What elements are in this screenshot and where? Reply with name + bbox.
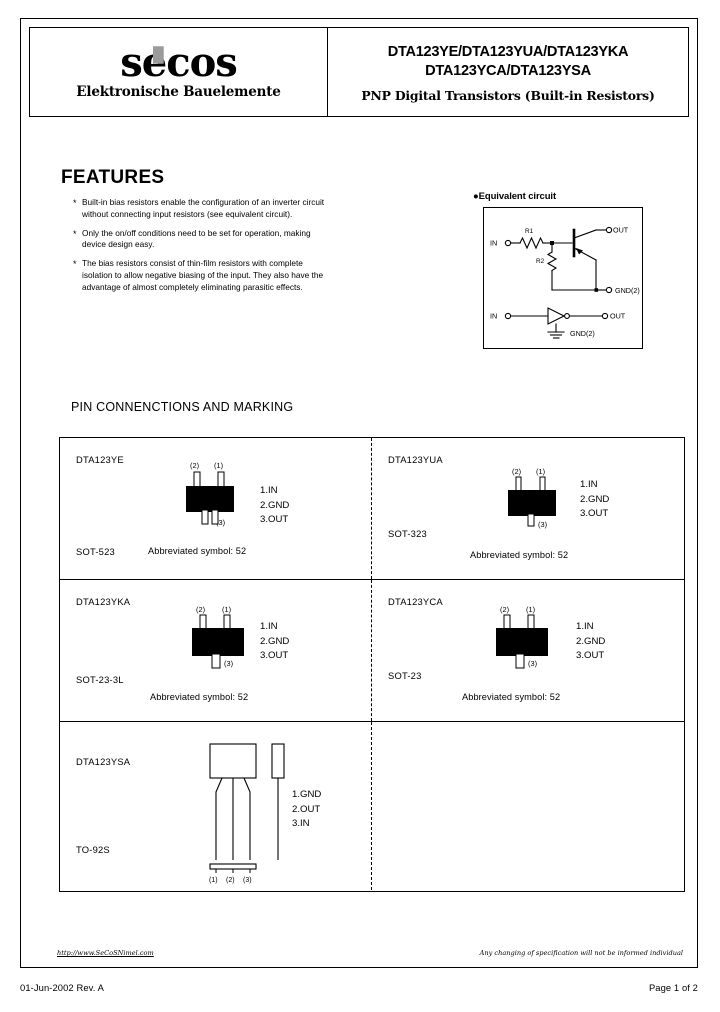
pin-mark-2: (2) [226, 877, 235, 884]
package-cell-sot323: DTA123YUA SOT-323 Abbreviated symbol: 52… [372, 438, 684, 579]
part-number-label: DTA123YSA [76, 756, 131, 767]
pin-mark-1: (1) [214, 461, 223, 470]
part-number-label: DTA123YUA [388, 454, 443, 465]
pin-assignment-list: 1.IN 2.GND 3.OUT [576, 621, 606, 662]
package-type-label: SOT-523 [76, 546, 115, 557]
pin-mark-2: (2) [500, 605, 509, 614]
abbreviated-symbol-label: Abbreviated symbol: 52 [150, 692, 249, 702]
feature-bullet-icon: * [73, 198, 77, 208]
pin-mark-2: (2) [196, 605, 205, 614]
sot-23-3l-package-drawing: (2) (1) (3) [180, 600, 270, 676]
sot-23-package-drawing: (2) (1) (3) [484, 600, 574, 676]
circuit-label-r2: R2 [536, 258, 545, 265]
equivalent-circuit-diagram: IN R1 R2 OUT GND(2) IN OUT GND(2) [483, 207, 643, 349]
table-row: DTA123YE SOT-523 Abbreviated symbol: 52 … [60, 438, 684, 580]
company-logo: secos [120, 39, 238, 86]
document-title-cell: DTA123YE/DTA123YUA/DTA123YKA DTA123YCA/D… [328, 28, 688, 116]
pin-mark-3: (3) [243, 877, 252, 884]
feature-bullet-icon: * [73, 259, 77, 270]
pin-mark-3: (3) [538, 520, 547, 529]
feature-text: Only the on/off conditions need to be se… [82, 227, 311, 250]
package-type-label: SOT-23-3L [76, 674, 124, 685]
logo-letter-e-pacman: e [141, 39, 167, 86]
feature-item: * Built-in bias resistors enable the con… [73, 197, 333, 221]
pin-connections-table: DTA123YE SOT-523 Abbreviated symbol: 52 … [59, 437, 685, 892]
filled-circle-icon: ● [473, 191, 479, 202]
pin-assignment-list: 1.IN 2.GND 3.OUT [260, 485, 290, 526]
circuit-node-out-bottom: OUT [610, 312, 626, 321]
circuit-label-r1: R1 [525, 228, 534, 235]
logo-letter-s: s [120, 39, 143, 86]
pin-assignment-list: 1.IN 2.GND 3.OUT [580, 479, 610, 520]
package-type-label: TO-92S [76, 844, 110, 855]
company-tagline: Elektronische Bauelemente [76, 84, 281, 100]
equivalent-circuit-label-text: Equivalent circuit [478, 191, 557, 202]
table-row: DTA123YSA TO-92S 1.GND 2.OUT 3.IN [60, 722, 684, 890]
feature-text: Built-in bias resistors enable the confi… [82, 197, 325, 219]
company-logo-cell: secos Elektronische Bauelemente [30, 28, 328, 116]
part-numbers-line-2: DTA123YCA/DTA123YSA [425, 63, 591, 79]
features-heading: FEATURES [61, 167, 165, 188]
pin-mark-1: (1) [526, 605, 535, 614]
pin-mark-1: (1) [536, 467, 545, 476]
package-cell-sot23-3l: DTA123YKA SOT-23-3L Abbreviated symbol: … [60, 580, 372, 721]
abbreviated-symbol-label: Abbreviated symbol: 52 [470, 550, 569, 560]
pin-mark-2: (2) [512, 467, 521, 476]
circuit-node-in-top: IN [490, 239, 497, 248]
to-92s-package-drawing: (1) (2) (3) [192, 736, 302, 886]
part-number-label: DTA123YKA [76, 596, 131, 607]
logo-letter-o: o [189, 39, 217, 86]
sot-523-package-drawing: (2) (1) (3) [172, 458, 258, 534]
circuit-node-in-bottom: IN [490, 312, 497, 321]
pin-mark-2: (2) [190, 461, 199, 470]
pin-assignment-list: 1.IN 2.GND 3.OUT [260, 621, 290, 662]
circuit-node-gnd-top: GND(2) [615, 286, 640, 295]
feature-text: The bias resistors consist of thin-film … [82, 258, 324, 292]
feature-item: * Only the on/off conditions need to be … [73, 228, 333, 252]
package-cell-sot523: DTA123YE SOT-523 Abbreviated symbol: 52 … [60, 438, 372, 579]
circuit-node-out-top: OUT [613, 226, 629, 235]
package-cell-to92s: DTA123YSA TO-92S 1.GND 2.OUT 3.IN [60, 722, 372, 890]
equivalent-circuit-svg: IN R1 R2 OUT GND(2) IN OUT GND(2) [490, 226, 640, 339]
part-numbers-line-1: DTA123YE/DTA123YUA/DTA123YKA [387, 43, 629, 60]
company-website-link[interactable]: http://www.SeCoSNimel.com [57, 949, 154, 957]
feature-item: * The bias resistors consist of thin-fil… [73, 258, 333, 293]
package-cell-sot23: DTA123YCA SOT-23 Abbreviated symbol: 52 … [372, 580, 684, 721]
document-subtitle: PNP Digital Transistors (Built-in Resist… [361, 88, 655, 104]
sot-323-package-drawing: (2) (1) (3) [494, 464, 580, 536]
table-row: DTA123YKA SOT-23-3L Abbreviated symbol: … [60, 580, 684, 722]
document-date-revision: 01-Jun-2002 Rev. A [20, 982, 104, 993]
features-list: * Built-in bias resistors enable the con… [73, 197, 333, 300]
page-number: Page 1 of 2 [648, 982, 698, 993]
pin-mark-1: (1) [222, 605, 231, 614]
package-cell-empty [372, 722, 684, 890]
abbreviated-symbol-label: Abbreviated symbol: 52 [148, 546, 247, 556]
pin-connections-heading: PIN CONNENCTIONS AND MARKING [71, 400, 294, 414]
logo-letter-s2: s [215, 39, 238, 86]
pin-mark-3: (3) [528, 659, 537, 668]
equivalent-circuit-label: ●Equivalent circuit [473, 191, 556, 202]
part-number-label: DTA123YCA [388, 596, 443, 607]
specification-disclaimer: Any changing of specification will not b… [479, 949, 683, 957]
pin-mark-3: (3) [216, 518, 225, 527]
logo-letter-c: c [166, 39, 190, 86]
feature-bullet-icon: * [73, 228, 77, 239]
page-header: secos Elektronische Bauelemente DTA123YE… [29, 27, 689, 117]
package-type-label: SOT-323 [388, 528, 427, 539]
package-type-label: SOT-23 [388, 670, 422, 681]
pin-assignment-list: 1.GND 2.OUT 3.IN [292, 789, 322, 830]
pin-mark-3: (3) [224, 659, 233, 668]
abbreviated-symbol-label: Abbreviated symbol: 52 [462, 692, 561, 702]
pin-mark-1: (1) [209, 877, 218, 884]
datasheet-page-frame: secos Elektronische Bauelemente DTA123YE… [20, 18, 698, 968]
part-number-label: DTA123YE [76, 454, 124, 465]
circuit-node-gnd-bottom: GND(2) [570, 329, 595, 338]
